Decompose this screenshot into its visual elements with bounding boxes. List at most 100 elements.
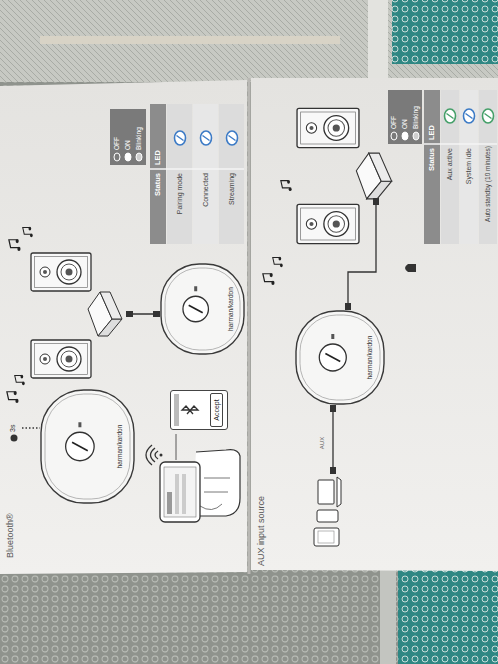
status-table — [424, 143, 497, 145]
device-indicator — [331, 334, 334, 339]
status-table — [479, 90, 497, 244]
audio-cable — [345, 198, 379, 310]
speaker-set — [31, 340, 91, 378]
legend-row: OFF — [389, 89, 399, 141]
status-table — [193, 104, 218, 244]
table-cell: Auto standby (10 minutes) — [479, 146, 497, 245]
legend-sample — [113, 152, 121, 162]
audio-cable — [348, 198, 376, 310]
manual-paper — [248, 78, 251, 574]
status-table — [110, 109, 146, 165]
table-cell: Pairing mode — [167, 173, 192, 244]
legend-sample — [391, 132, 397, 140]
legend-sample — [124, 152, 132, 162]
press-hold-icon — [22, 427, 40, 428]
legend-sample — [412, 131, 420, 141]
speaker-set — [297, 108, 359, 147]
manual-paper — [0, 80, 247, 574]
audio-cable — [126, 311, 133, 317]
accept-button: Accept — [210, 393, 223, 427]
page-title: Bluetooth® — [4, 468, 16, 558]
legend-row: ON — [400, 89, 410, 141]
speaker-set — [15, 375, 25, 385]
audio-cable — [345, 303, 351, 310]
phone-in-hand — [146, 434, 240, 522]
device-button — [72, 442, 88, 451]
background-fabric — [368, 0, 388, 82]
source-devices — [330, 467, 336, 474]
source-devices — [330, 405, 336, 412]
status-table — [110, 104, 244, 244]
page-title: AUX input source — [255, 446, 267, 566]
background-fabric — [40, 36, 340, 44]
status-table — [175, 131, 186, 145]
table-cell: System idle — [460, 148, 478, 244]
phone-in-hand — [160, 454, 163, 457]
phone-in-hand — [160, 462, 200, 522]
source-devices — [314, 528, 339, 546]
table-header: Status — [424, 148, 440, 244]
legend-text: OFF — [389, 87, 399, 129]
legend-row: OFF — [112, 110, 122, 162]
cable-label: AUX — [318, 428, 326, 458]
device-outline — [41, 390, 134, 503]
bluetooth-icon — [173, 391, 203, 429]
legend-text: Blinking — [411, 87, 421, 129]
source-devices — [314, 405, 341, 546]
source-devices — [318, 480, 334, 504]
audio-cable — [126, 311, 160, 317]
device-button — [325, 353, 340, 361]
adapter-device: harman/kardon — [295, 310, 385, 405]
legend-text: ON — [400, 87, 410, 129]
speaker-set — [297, 204, 359, 243]
legend-row: ON — [123, 110, 133, 162]
background-fabric — [392, 0, 498, 64]
status-table — [150, 104, 166, 244]
legend-text: ON — [123, 108, 133, 150]
device-indicator — [78, 422, 81, 427]
device-button — [319, 344, 346, 371]
phone-in-hand — [146, 445, 158, 465]
source-devices — [337, 477, 341, 507]
status-table — [441, 90, 459, 244]
speaker-set — [7, 227, 122, 403]
background-fabric — [380, 570, 396, 664]
audio-cable — [153, 311, 160, 317]
brand-text: harman/kardon — [116, 389, 124, 504]
speaker-set — [9, 239, 21, 251]
status-table — [460, 90, 478, 244]
phone-in-hand — [175, 474, 179, 514]
status-table — [483, 109, 494, 123]
device-button — [189, 305, 203, 313]
legend-sample — [136, 153, 142, 161]
legend-sample — [125, 153, 131, 161]
adapter-device: harman/kardon — [40, 389, 135, 504]
table-cell: Streaming — [219, 173, 244, 244]
legend-row: Blinking — [411, 89, 421, 141]
phone-in-hand — [200, 478, 230, 510]
legend-sample — [413, 132, 419, 140]
press-hold-icon — [11, 435, 18, 442]
phone-in-hand — [167, 492, 172, 514]
phone-in-hand — [176, 434, 177, 460]
legend-sample — [390, 131, 398, 141]
legend-sample — [402, 132, 408, 140]
source-devices — [318, 531, 334, 543]
manual-paper — [251, 78, 498, 571]
status-table — [227, 131, 238, 145]
device-outline — [296, 311, 384, 404]
legend-sample — [114, 153, 120, 161]
legend-row: Blinking — [134, 110, 144, 162]
speaker-set — [273, 257, 283, 267]
speaker-set — [405, 264, 416, 272]
table-header: LED — [150, 107, 166, 165]
status-table — [445, 109, 456, 123]
phone-in-hand — [182, 474, 186, 514]
background-fabric — [0, 0, 498, 82]
table-cell: Aux active — [441, 148, 459, 244]
manual-paper — [0, 78, 498, 574]
